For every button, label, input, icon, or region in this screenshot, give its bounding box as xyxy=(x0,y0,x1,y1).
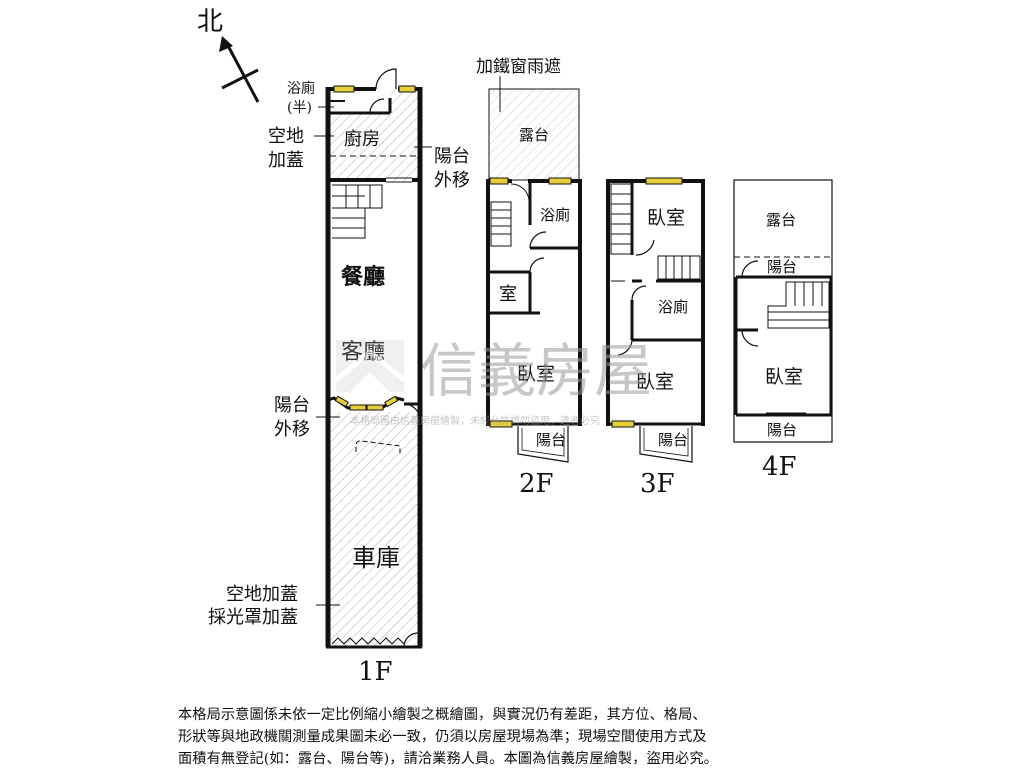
room-terrace-4f-label: 露台 xyxy=(766,211,796,229)
door-swing xyxy=(529,231,547,249)
stairs-3f xyxy=(610,183,701,282)
window xyxy=(489,420,513,428)
floor-2f: 加鐵窗雨遮 露台 浴廁 室 臥室 陽台 2F xyxy=(476,57,582,499)
compass-crossbar xyxy=(221,68,259,90)
note-iron-window: 加鐵窗雨遮 xyxy=(476,57,561,77)
floor-1f: 浴廁 (半) 廚房 餐廳 客廳 車庫 空地 加蓋 陽台 外移 陽台 外移 空地加… xyxy=(208,68,470,687)
room-half-bath-note: (半) xyxy=(287,100,312,116)
compass: 北 xyxy=(197,7,260,103)
balcony-2f-outline xyxy=(517,426,569,463)
note-vacant-add-1: 空地 xyxy=(268,126,304,147)
floor-3f-label: 3F xyxy=(640,469,675,499)
watermark: 信義房屋 本格局圖由信義房屋繪製，未經允許請勿盜用，違者必究 xyxy=(334,337,652,427)
door-swing xyxy=(741,260,759,278)
door-swing xyxy=(369,98,385,114)
floor-2f-label: 2F xyxy=(519,469,554,499)
note-front-balcony-1: 陽台 xyxy=(274,395,310,416)
garage-hatch xyxy=(328,412,420,646)
room-half-bath-label: 浴廁 xyxy=(287,80,315,97)
stairs-4f xyxy=(767,281,830,329)
note-front-balcony-2: 外移 xyxy=(274,419,310,440)
window xyxy=(333,85,355,93)
room-kitchen-label: 廚房 xyxy=(344,128,380,150)
door-swing xyxy=(741,329,759,347)
watermark-brand-text: 信義房屋 xyxy=(420,337,652,405)
window xyxy=(645,177,683,185)
room-bedroom-3f-bottom-label: 臥室 xyxy=(636,371,674,393)
door-swing xyxy=(375,68,397,90)
stairs-2f xyxy=(490,183,530,247)
floor-1f-label: 1F xyxy=(358,657,393,687)
disclaimer-line-3: 面積有無登記(如：露台、陽台等)，請洽業務人員。本圖為信義房屋繪製，盜用必究。 xyxy=(178,751,718,767)
brand-logo-icon xyxy=(334,340,406,392)
balcony-3f-inner xyxy=(643,428,689,457)
room-bath-2f-label: 浴廁 xyxy=(540,206,570,224)
door-swing xyxy=(635,239,655,256)
disclaimer-line-2: 形狀等與地政機關測量成果圖未必一致，仍須以房屋現場為準；現場空間使用方式及 xyxy=(178,729,707,745)
room-dining-label: 餐廳 xyxy=(341,264,385,290)
note-balcony-moved-1: 陽台 xyxy=(434,146,470,167)
disclaimer: 本格局示意圖係未依一定比例縮小繪製之概繪圖，與實況仍有差距，其方位、格局、 形狀… xyxy=(178,704,858,770)
room-balcony-4f-bottom-label: 陽台 xyxy=(767,421,797,439)
door-swing xyxy=(529,257,545,273)
room-balcony-3f-label: 陽台 xyxy=(658,431,688,449)
north-arrow-icon xyxy=(224,41,260,103)
window xyxy=(611,420,635,428)
room-balcony-2f-label: 陽台 xyxy=(536,431,566,449)
note-garage-2: 採光罩加蓋 xyxy=(208,607,298,628)
watermark-subtext: 本格局圖由信義房屋繪製，未經允許請勿盜用，違者必究 xyxy=(350,414,600,427)
north-arrowhead-icon xyxy=(219,36,233,52)
terrace-2f-hatch xyxy=(488,88,580,181)
window xyxy=(489,177,509,185)
note-garage-1: 空地加蓋 xyxy=(226,584,298,605)
room-bedroom-3f-top-label: 臥室 xyxy=(647,207,685,229)
garage-door xyxy=(331,632,419,648)
floor-4f: 露台 陽台 臥室 陽台 4F xyxy=(733,179,833,482)
window xyxy=(548,177,572,185)
compass-north-label: 北 xyxy=(197,7,223,37)
disclaimer-line-1: 本格局示意圖係未依一定比例縮小繪製之概繪圖，與實況仍有差距，其方位、格局、 xyxy=(178,707,707,723)
room-garage-label: 車庫 xyxy=(352,544,400,572)
door-swing xyxy=(631,285,647,301)
balcony-2f-inner xyxy=(521,428,565,457)
room-terrace-2f-label: 露台 xyxy=(519,126,549,144)
note-balcony-moved-2: 外移 xyxy=(434,170,470,191)
balcony-3f-outline xyxy=(639,426,693,463)
floor-3f: 臥室 浴廁 臥室 陽台 3F xyxy=(606,177,705,499)
room-bedroom-2f-label: 臥室 xyxy=(517,363,555,385)
bay-window-1f xyxy=(327,395,421,454)
room-balcony-4f-top-label: 陽台 xyxy=(767,258,797,276)
floor-4f-label: 4F xyxy=(762,452,797,482)
door-swing xyxy=(617,339,633,356)
room-bedroom-4f-label: 臥室 xyxy=(765,366,803,388)
room-bath-3f-label: 浴廁 xyxy=(658,298,688,316)
room-small-2f-label: 室 xyxy=(499,284,517,305)
note-vacant-add-2: 加蓋 xyxy=(268,150,304,171)
stairs-1f xyxy=(332,184,383,239)
window xyxy=(398,85,416,93)
